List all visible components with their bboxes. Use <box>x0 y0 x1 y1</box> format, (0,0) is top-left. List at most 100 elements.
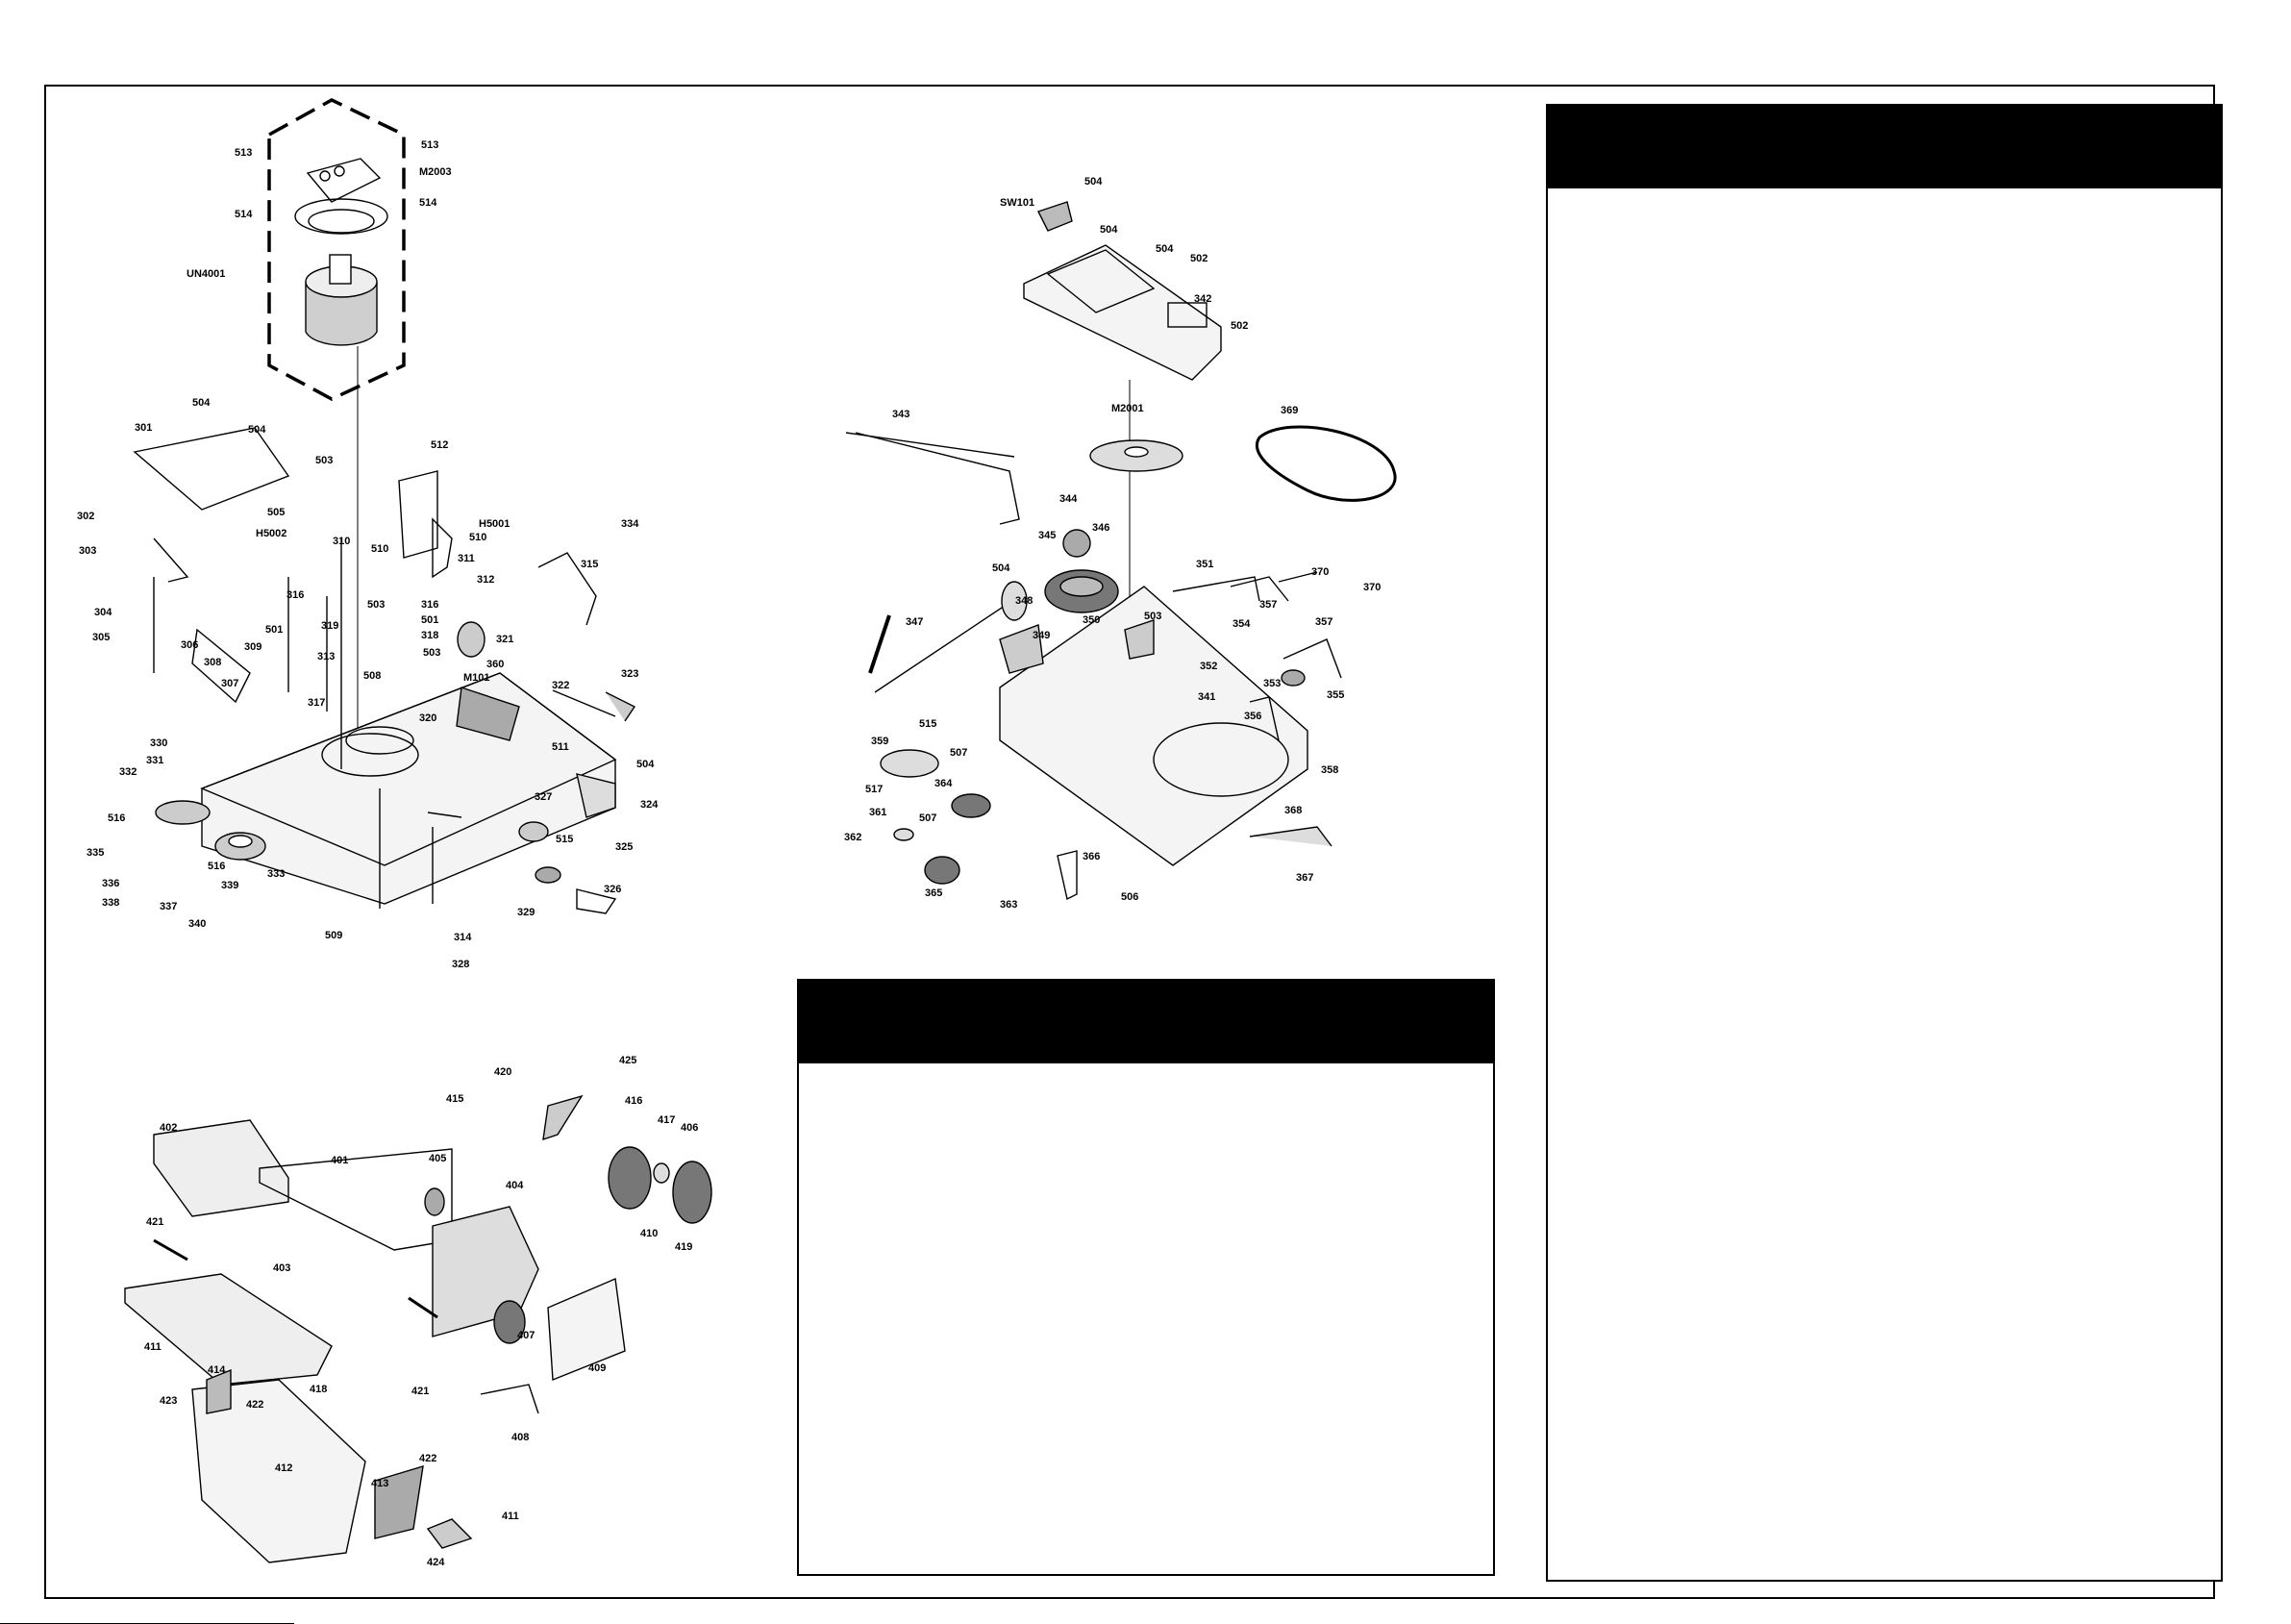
callout-label: 317 <box>308 697 326 709</box>
callout-label: UN4001 <box>187 268 226 280</box>
callout-label: 345 <box>1038 530 1057 541</box>
bottom-info-box <box>797 979 1495 1576</box>
callout-label: 341 <box>1198 691 1216 703</box>
callout-label: 348 <box>1015 595 1033 607</box>
callout-label: 356 <box>1244 711 1262 722</box>
callout-label: 312 <box>477 574 495 586</box>
callout-label: 513 <box>235 147 253 159</box>
callout-label: 506 <box>1121 891 1139 903</box>
callout-label: 504 <box>1100 224 1118 236</box>
callout-label: 416 <box>625 1095 643 1107</box>
callout-label: 331 <box>146 755 164 766</box>
callout-label: 370 <box>1363 582 1382 593</box>
callout-label: 353 <box>1263 678 1282 689</box>
callout-label: 414 <box>208 1364 226 1376</box>
callout-label: 301 <box>135 422 153 434</box>
callout-label: 342 <box>1194 293 1212 305</box>
callout-label: 303 <box>79 545 97 557</box>
callout-label: 329 <box>517 907 535 918</box>
callout-label: 417 <box>658 1114 676 1126</box>
callout-label: 365 <box>925 887 943 899</box>
callout-label: 310 <box>333 536 351 547</box>
callout-label: 504 <box>1084 176 1103 187</box>
callout-label: 332 <box>119 766 137 778</box>
callout-label: 351 <box>1196 559 1214 570</box>
callout-label: 313 <box>317 651 336 662</box>
callout-label: 358 <box>1321 764 1339 776</box>
callout-label: 516 <box>108 812 126 824</box>
callout-label: 517 <box>865 784 884 795</box>
callout-label: 413 <box>371 1478 389 1489</box>
top-plate-group <box>1023 201 1222 731</box>
callout-label: 337 <box>160 901 178 912</box>
callout-label: 503 <box>423 647 441 659</box>
callout-label: 405 <box>429 1153 447 1164</box>
callout-label: 402 <box>160 1122 178 1134</box>
callout-label: 410 <box>640 1228 659 1239</box>
callout-label: 309 <box>244 641 262 653</box>
callout-label: 418 <box>310 1384 328 1395</box>
callout-label: 424 <box>427 1557 445 1568</box>
callout-label: 330 <box>150 737 168 749</box>
callout-label: 501 <box>265 624 284 636</box>
callout-label: 504 <box>636 759 655 770</box>
callout-label: 316 <box>286 589 305 601</box>
callout-label: 339 <box>221 880 239 891</box>
callout-label: 362 <box>844 832 862 843</box>
callout-label: 364 <box>934 778 953 789</box>
callout-label: 355 <box>1327 689 1345 701</box>
callout-label: 366 <box>1083 851 1101 862</box>
callout-label: SW101 <box>1000 197 1035 209</box>
callout-label: 360 <box>486 659 505 670</box>
callout-label: 504 <box>1156 243 1174 255</box>
callout-label: 367 <box>1296 872 1314 884</box>
callout-label: 328 <box>452 959 470 970</box>
callout-label: 370 <box>1311 566 1330 578</box>
right-info-box <box>1546 104 2223 1582</box>
callout-label: M2001 <box>1111 403 1144 414</box>
callout-label: 507 <box>919 812 937 824</box>
callout-label: 515 <box>919 718 937 730</box>
callout-label: 409 <box>588 1362 607 1374</box>
callout-label: 318 <box>421 630 439 641</box>
callout-label: 411 <box>144 1341 162 1353</box>
callout-label: 357 <box>1259 599 1278 611</box>
callout-label: 369 <box>1281 405 1299 416</box>
callout-label: 334 <box>621 518 639 530</box>
bottom-info-box-header <box>799 981 1493 1063</box>
callout-label: 363 <box>1000 899 1018 911</box>
callout-label: 350 <box>1083 614 1101 626</box>
callout-label: 354 <box>1233 618 1251 630</box>
callout-label: 401 <box>331 1155 349 1166</box>
loader-mechanism-group <box>124 1094 712 1563</box>
callout-label: 319 <box>321 620 339 632</box>
callout-label: 304 <box>94 607 112 618</box>
callout-label: 357 <box>1315 616 1333 628</box>
callout-label: 419 <box>675 1241 693 1253</box>
callout-label: 326 <box>604 884 622 895</box>
callout-label: 505 <box>267 507 286 518</box>
callout-label: 514 <box>419 197 437 209</box>
callout-label: 504 <box>992 562 1010 574</box>
callout-label: 302 <box>77 511 95 522</box>
callout-label: 510 <box>469 532 487 543</box>
callout-label: 502 <box>1231 320 1249 332</box>
callout-label: 406 <box>681 1122 699 1134</box>
callout-label: 515 <box>556 834 574 845</box>
callout-label: M101 <box>463 672 490 684</box>
callout-label: 422 <box>246 1399 264 1411</box>
callout-label: 514 <box>235 209 253 220</box>
callout-label: 512 <box>431 439 449 451</box>
callout-label: 408 <box>511 1432 530 1443</box>
main-deck-group <box>133 427 636 914</box>
callout-label: M2003 <box>419 166 452 178</box>
callout-label: 361 <box>869 807 887 818</box>
callout-label: 507 <box>950 747 968 759</box>
callout-label: 322 <box>552 680 570 691</box>
callout-label: 324 <box>640 799 659 811</box>
center-mechanism-group <box>845 425 1397 901</box>
callout-label: 423 <box>160 1395 178 1407</box>
callout-label: 316 <box>421 599 439 611</box>
callout-label: 513 <box>421 139 439 151</box>
